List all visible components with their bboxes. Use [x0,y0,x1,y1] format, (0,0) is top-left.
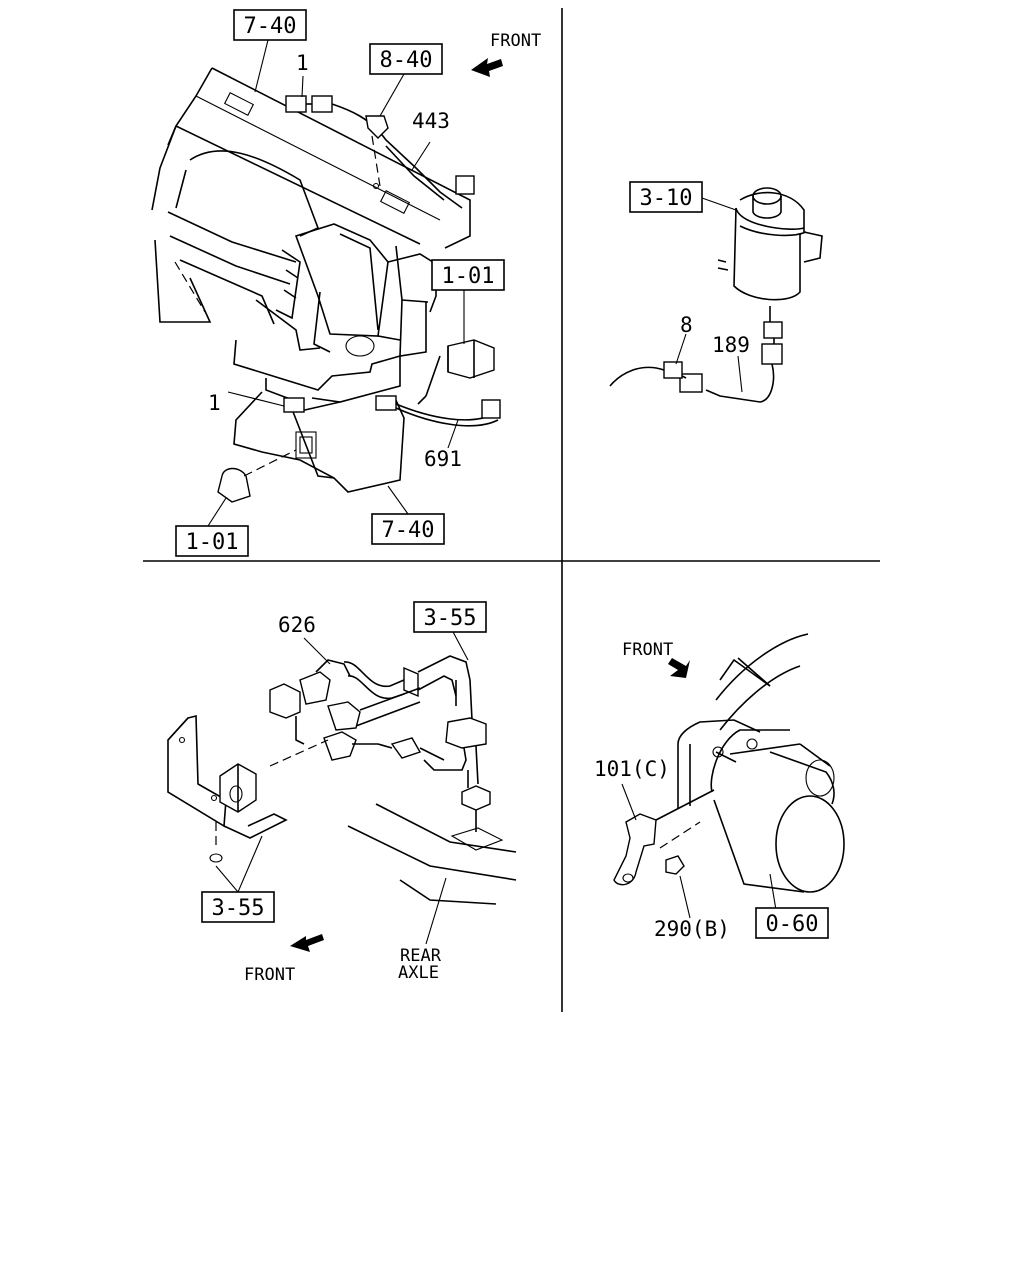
rear-axle-drawing [167,655,517,905]
top-left-leaders [207,39,465,527]
front-label: FRONT [490,31,541,51]
ref-label: 3-55 [424,606,477,631]
front-arrow-icon [471,58,503,77]
part-number: 290(B) [654,917,730,941]
rear-axle-label-line1: REAR [400,946,442,966]
part-number: 626 [278,613,316,637]
quadrant-dividers [143,8,880,1012]
part-number: 101(C) [594,757,670,781]
front-label: FRONT [622,640,673,660]
part-number: 189 [712,333,750,357]
front-arrow-icon [290,934,324,952]
ref-label: 1-01 [186,530,239,555]
part-number: 1 [296,51,309,75]
top-right-leaders [675,197,743,393]
front-label: FRONT [244,965,295,985]
part-numbers: 1 443 1 691 8 189 626 101(C) 290(B) [208,51,750,941]
part-number: 1 [208,391,221,415]
ref-label: 1-01 [442,264,495,289]
ref-label: 3-55 [212,896,265,921]
reference-boxes: 7-40 8-40 1-01 1-01 7-40 3-10 3-55 3-55 … [175,9,829,939]
rear-axle-label-line2: AXLE [398,963,439,983]
ref-label: 8-40 [380,48,433,73]
direction-labels: FRONT FRONT FRONT REAR AXLE [244,31,673,985]
front-arrow-icon [668,658,690,678]
part-number: 691 [424,447,462,471]
ref-label: 0-60 [766,912,819,937]
ref-label: 7-40 [244,14,297,39]
bottom-right-leaders [621,783,777,919]
part-number: 443 [412,109,450,133]
instrument-panel-drawing [151,58,503,503]
part-number: 8 [680,313,693,337]
reservoir-drawing [609,187,823,403]
ref-label: 3-10 [640,186,693,211]
motor-drawing [613,633,845,893]
ref-label: 7-40 [382,518,435,543]
bottom-left-leaders [215,629,469,952]
